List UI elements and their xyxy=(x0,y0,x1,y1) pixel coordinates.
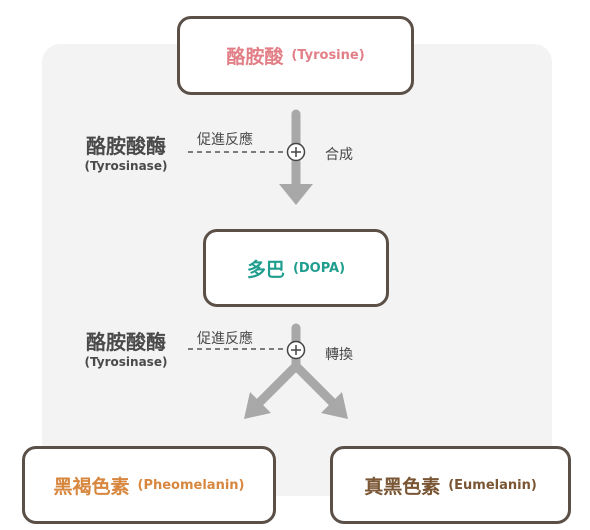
pheomelanin-label: 黑褐色素 xyxy=(53,475,130,498)
tyrosine-label-en: (Tyrosine) xyxy=(291,48,365,63)
eumelanin-label-en: (Eumelanin) xyxy=(448,477,537,493)
pheomelanin-node: 黑褐色素 (Pheomelanin) xyxy=(22,446,276,524)
enzyme-label-1: 酪胺酸酶 (Tyrosinase) xyxy=(70,134,182,174)
enzyme-name: 酪胺酸酶 xyxy=(86,330,166,354)
dopa-label-en: (DOPA) xyxy=(292,260,346,276)
enzyme-name-en: (Tyrosinase) xyxy=(84,159,168,173)
action-label-conversion: 轉換 xyxy=(325,347,353,363)
plus-circle-icon xyxy=(286,340,306,360)
dopa-label: 多巴 xyxy=(246,258,285,281)
arrowhead-left xyxy=(244,392,271,419)
arrowhead-1 xyxy=(279,184,313,205)
tyrosine-node: 酪胺酸 (Tyrosine) xyxy=(177,16,414,95)
enzyme-label-2: 酪胺酸酶 (Tyrosinase) xyxy=(70,330,182,370)
eumelanin-label: 真黑色素 xyxy=(364,475,441,498)
action-label-synthesis: 合成 xyxy=(325,147,353,163)
arrow-branch-left xyxy=(253,361,301,409)
enzyme-name-en: (Tyrosinase) xyxy=(84,355,168,369)
arrowhead-right xyxy=(321,392,348,419)
enzyme-name: 酪胺酸酶 xyxy=(86,134,166,158)
arrow-branch-right xyxy=(291,361,339,409)
eumelanin-node: 真黑色素 (Eumelanin) xyxy=(330,446,571,524)
pheomelanin-label-en: (Pheomelanin) xyxy=(137,477,245,493)
tyrosine-label: 酪胺酸 xyxy=(226,46,284,68)
effect-label-2: 促進反應 xyxy=(197,331,253,347)
effect-label-1: 促進反應 xyxy=(197,132,253,148)
plus-circle-icon xyxy=(286,142,306,162)
dopa-node: 多巴 (DOPA) xyxy=(203,229,389,307)
